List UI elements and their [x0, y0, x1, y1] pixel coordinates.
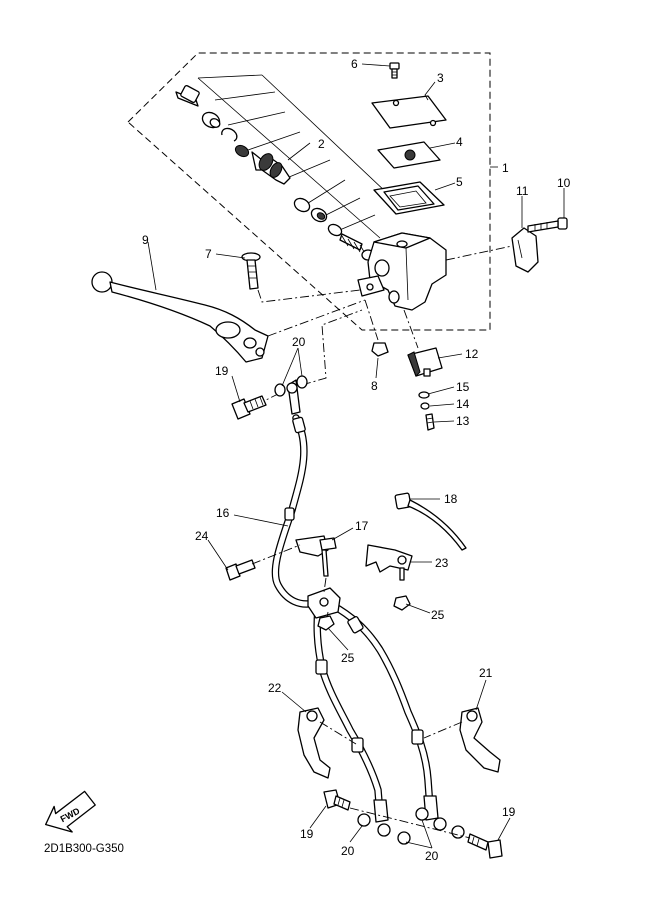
return-spring: [339, 233, 375, 261]
union-bolt-upper: [231, 395, 267, 420]
hose-joint-block: [307, 587, 341, 619]
piston-kit-rail-lines: [197, 74, 406, 239]
callout-19-upper: 19: [215, 364, 229, 378]
hose-guide-17: [295, 535, 337, 577]
callout-19-right: 19: [502, 805, 516, 819]
fwd-arrow-icon: FWD: [44, 790, 96, 833]
union-bolt-lower-right: [467, 833, 503, 859]
piston: [234, 144, 291, 185]
callout-1: 1: [502, 161, 509, 175]
callout-9: 9: [142, 233, 149, 247]
callout-22: 22: [268, 681, 282, 695]
callout-18: 18: [444, 492, 458, 506]
seal-rings: [293, 197, 343, 237]
cable-tie: [394, 492, 467, 551]
callout-21: 21: [479, 666, 493, 680]
callout-5: 5: [456, 175, 463, 189]
lower-assembly-lines: [349, 807, 471, 839]
callout-leaders: [147, 63, 565, 849]
pivot-bolt: [241, 252, 261, 290]
callout-12: 12: [465, 347, 479, 361]
brake-lever: [91, 271, 269, 363]
callout-6: 6: [351, 57, 358, 71]
switch-washer-15: [418, 391, 430, 399]
switch-washer-14: [420, 402, 430, 410]
union-bolt-lower-left: [323, 789, 351, 811]
upper-assembly-lines: [255, 245, 513, 406]
callout-2: 2: [318, 137, 325, 151]
callout-15: 15: [456, 380, 470, 394]
diagram-code: 2D1B300-G350: [44, 843, 124, 855]
callout-14: 14: [456, 397, 470, 411]
callout-8: 8: [371, 379, 378, 393]
hose-bracket-23: [365, 544, 413, 581]
callout-11: 11: [516, 184, 529, 198]
caliper-hose-bracket-21: [459, 707, 501, 773]
callout-20-right: 20: [425, 849, 439, 863]
callout-3: 3: [437, 71, 444, 85]
callout-7: 7: [205, 247, 212, 261]
callout-23: 23: [435, 556, 449, 570]
handlebar-clamp: [511, 227, 539, 273]
dust-boot: [201, 111, 221, 129]
callout-4: 4: [456, 135, 463, 149]
upper-washers: [274, 375, 308, 397]
nut-25-lower: [317, 615, 335, 631]
callout-20-left: 20: [341, 844, 355, 858]
callout-labels: 1 2 3 4 5 6 7 8 9 10 11 12 13 14 15 16 1…: [142, 57, 571, 863]
screw-6: [389, 62, 400, 79]
brake-light-switch: [407, 347, 443, 377]
callout-17: 17: [355, 519, 369, 533]
lower-bracket-lines: [319, 721, 463, 745]
clamp-bolt: [527, 217, 568, 233]
diaphragm: [373, 181, 445, 215]
switch-screw-13: [425, 413, 435, 431]
callout-16: 16: [216, 506, 230, 520]
callout-25-lower: 25: [341, 651, 355, 665]
assembly-boundary: [127, 52, 491, 331]
callout-19-left: 19: [300, 827, 314, 841]
nut-25-upper: [393, 595, 411, 611]
callout-13: 13: [456, 414, 470, 428]
master-cylinder-body: [357, 232, 447, 311]
upper-brake-hose: [271, 379, 322, 608]
callout-24: 24: [195, 529, 209, 543]
bolt-24: [225, 559, 256, 581]
lower-washers: [357, 807, 465, 845]
circlip: [221, 127, 238, 142]
callout-20-upper: 20: [292, 335, 306, 349]
push-rod: [175, 85, 200, 107]
callout-10: 10: [557, 176, 571, 190]
callout-25-upper: 25: [431, 608, 445, 622]
reservoir-cap: [371, 95, 447, 129]
caliper-hose-bracket-22: [297, 707, 331, 779]
lower-brake-hose-right: [328, 601, 439, 821]
pivot-nut: [371, 342, 389, 357]
diaphragm-plate: [377, 141, 441, 169]
